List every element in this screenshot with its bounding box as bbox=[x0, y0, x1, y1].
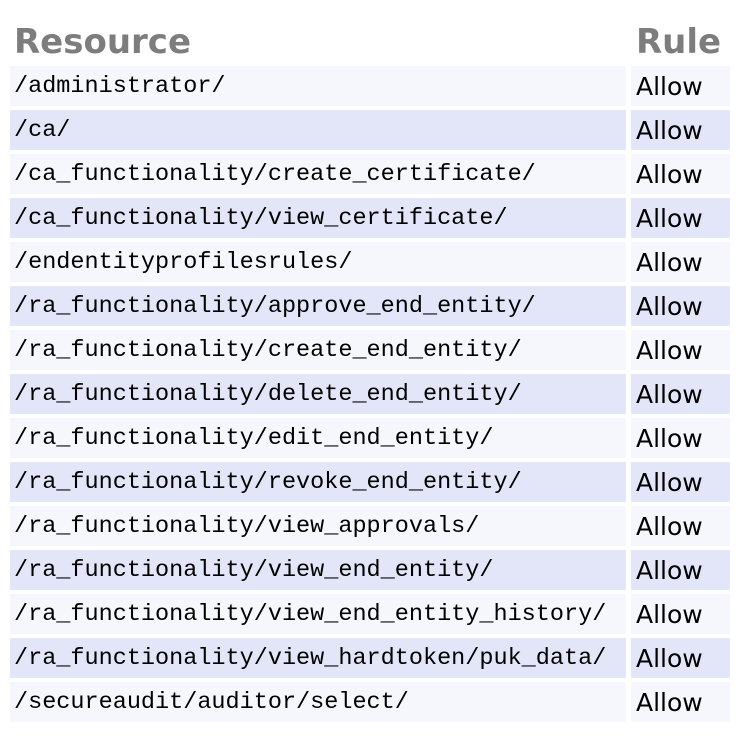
resource-cell: /ra_functionality/create_end_entity/ bbox=[10, 330, 626, 370]
resource-cell: /ca_functionality/view_certificate/ bbox=[10, 198, 626, 238]
rule-cell: Allow bbox=[631, 242, 730, 282]
table-row: /administrator/Allow bbox=[10, 66, 730, 106]
resource-cell: /ca_functionality/create_certificate/ bbox=[10, 154, 626, 194]
rule-cell: Allow bbox=[631, 506, 730, 546]
rule-cell: Allow bbox=[631, 66, 730, 106]
access-rules-table: Resource Rule /administrator/Allow/ca/Al… bbox=[5, 18, 735, 726]
resource-cell: /ra_functionality/view_end_entity_histor… bbox=[10, 594, 626, 634]
resource-cell: /secureaudit/auditor/select/ bbox=[10, 682, 626, 722]
rule-cell: Allow bbox=[631, 374, 730, 414]
resource-cell: /ra_functionality/delete_end_entity/ bbox=[10, 374, 626, 414]
rule-cell: Allow bbox=[631, 550, 730, 590]
access-rules-page: Resource Rule /administrator/Allow/ca/Al… bbox=[0, 18, 746, 740]
resource-cell: /ra_functionality/edit_end_entity/ bbox=[10, 418, 626, 458]
rule-cell: Allow bbox=[631, 418, 730, 458]
resource-cell: /ra_functionality/revoke_end_entity/ bbox=[10, 462, 626, 502]
rule-cell: Allow bbox=[631, 330, 730, 370]
resource-cell: /ra_functionality/approve_end_entity/ bbox=[10, 286, 626, 326]
resource-cell: /endentityprofilesrules/ bbox=[10, 242, 626, 282]
table-row: /ra_functionality/view_hardtoken/puk_dat… bbox=[10, 638, 730, 678]
table-row: /ca_functionality/view_certificate/Allow bbox=[10, 198, 730, 238]
resource-cell: /ra_functionality/view_approvals/ bbox=[10, 506, 626, 546]
resource-cell: /ca/ bbox=[10, 110, 626, 150]
table-row: /ra_functionality/view_end_entity_histor… bbox=[10, 594, 730, 634]
rule-column-header: Rule bbox=[636, 22, 722, 62]
table-row: /ra_functionality/view_end_entity/Allow bbox=[10, 550, 730, 590]
table-row: /ra_functionality/revoke_end_entity/Allo… bbox=[10, 462, 730, 502]
rule-cell: Allow bbox=[631, 286, 730, 326]
table-row: /endentityprofilesrules/Allow bbox=[10, 242, 730, 282]
table-body: /administrator/Allow/ca/Allow/ca_functio… bbox=[10, 66, 730, 722]
resource-column-header: Resource bbox=[14, 22, 192, 62]
resource-cell: /administrator/ bbox=[10, 66, 626, 106]
rule-cell: Allow bbox=[631, 198, 730, 238]
table-row: /ca/Allow bbox=[10, 110, 730, 150]
rule-cell: Allow bbox=[631, 462, 730, 502]
resource-cell: /ra_functionality/view_end_entity/ bbox=[10, 550, 626, 590]
table-header-row: Resource Rule bbox=[10, 22, 730, 62]
rule-cell: Allow bbox=[631, 682, 730, 722]
rule-cell: Allow bbox=[631, 594, 730, 634]
table-row: /ra_functionality/edit_end_entity/Allow bbox=[10, 418, 730, 458]
rule-cell: Allow bbox=[631, 110, 730, 150]
resource-cell: /ra_functionality/view_hardtoken/puk_dat… bbox=[10, 638, 626, 678]
table-row: /ra_functionality/create_end_entity/Allo… bbox=[10, 330, 730, 370]
rule-cell: Allow bbox=[631, 638, 730, 678]
table-row: /ca_functionality/create_certificate/All… bbox=[10, 154, 730, 194]
table-row: /secureaudit/auditor/select/Allow bbox=[10, 682, 730, 722]
rule-cell: Allow bbox=[631, 154, 730, 194]
table-row: /ra_functionality/approve_end_entity/All… bbox=[10, 286, 730, 326]
table-row: /ra_functionality/view_approvals/Allow bbox=[10, 506, 730, 546]
table-row: /ra_functionality/delete_end_entity/Allo… bbox=[10, 374, 730, 414]
